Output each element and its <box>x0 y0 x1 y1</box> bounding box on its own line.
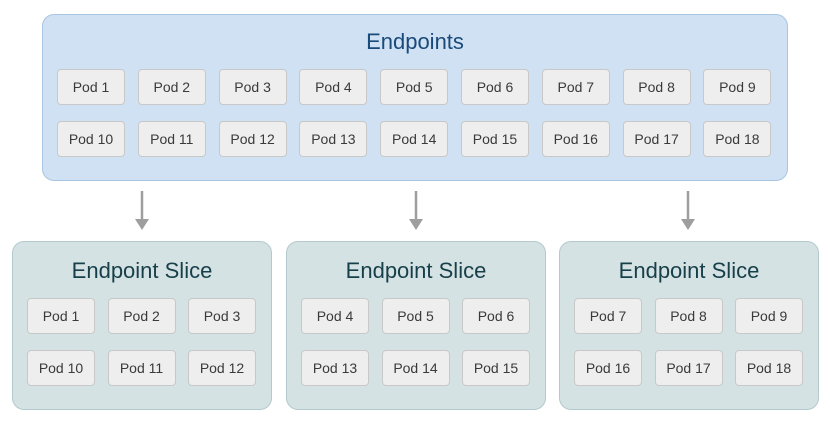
endpoints-title: Endpoints <box>366 29 464 54</box>
pod-box: Pod 2 <box>137 69 206 105</box>
pod-box: Pod 12 <box>188 350 256 386</box>
pod-box: Pod 7 <box>574 298 642 334</box>
pod-box: Pod 8 <box>622 69 691 105</box>
pod-box: Pod 18 <box>735 350 803 386</box>
pod-box: Pod 10 <box>27 350 95 386</box>
pod-box: Pod 12 <box>218 121 287 157</box>
pod-box: Pod 5 <box>380 69 449 105</box>
endpoint-slice-title: Endpoint Slice <box>345 258 487 283</box>
pod-box: Pod 1 <box>57 69 125 105</box>
arrow-down-icon <box>681 191 695 230</box>
pod-box: Pod 1 <box>27 298 95 334</box>
endpoints-panel: Endpoints Pod 1 Pod 2 Pod 3 Pod 4 Pod 5 … <box>42 14 788 181</box>
slice-pod-grid: Pod 7 Pod 8 Pod 9 Pod 16 Pod 17 Pod 18 <box>574 298 803 386</box>
pod-box: Pod 16 <box>541 121 610 157</box>
pod-box: Pod 6 <box>462 298 530 334</box>
pod-box: Pod 9 <box>703 69 772 105</box>
pod-box: Pod 10 <box>57 121 125 157</box>
pod-box: Pod 3 <box>188 298 256 334</box>
pod-box: Pod 17 <box>622 121 691 157</box>
pod-box: Pod 13 <box>301 350 369 386</box>
pod-box: Pod 17 <box>654 350 723 386</box>
slice-pod-grid: Pod 1 Pod 2 Pod 3 Pod 10 Pod 11 Pod 12 <box>27 298 256 386</box>
pod-box: Pod 15 <box>460 121 529 157</box>
pod-box: Pod 9 <box>735 298 803 334</box>
pod-box: Pod 16 <box>574 350 642 386</box>
arrow-down-icon <box>409 191 423 230</box>
pod-box: Pod 13 <box>299 121 368 157</box>
endpoints-pod-grid: Pod 1 Pod 2 Pod 3 Pod 4 Pod 5 Pod 6 Pod … <box>57 69 772 157</box>
pod-box: Pod 8 <box>654 298 723 334</box>
endpoint-slice-title: Endpoint Slice <box>71 258 213 283</box>
pod-box: Pod 6 <box>460 69 529 105</box>
pod-box: Pod 7 <box>541 69 610 105</box>
arrow-down-icon <box>135 191 149 230</box>
pod-box: Pod 5 <box>381 298 450 334</box>
slice-pod-grid: Pod 4 Pod 5 Pod 6 Pod 13 Pod 14 Pod 15 <box>301 298 530 386</box>
pod-box: Pod 2 <box>107 298 176 334</box>
pod-box: Pod 14 <box>381 350 450 386</box>
pod-box: Pod 4 <box>301 298 369 334</box>
pod-box: Pod 4 <box>299 69 368 105</box>
pod-box: Pod 11 <box>137 121 206 157</box>
pod-box: Pod 14 <box>380 121 449 157</box>
pod-box: Pod 11 <box>107 350 176 386</box>
endpoint-slice-title: Endpoint Slice <box>618 258 760 283</box>
endpoint-slice-panel: Endpoint Slice Pod 7 Pod 8 Pod 9 Pod 16 … <box>559 241 819 410</box>
pod-box: Pod 18 <box>703 121 772 157</box>
endpoint-slice-panel: Endpoint Slice Pod 1 Pod 2 Pod 3 Pod 10 … <box>12 241 272 410</box>
pod-box: Pod 3 <box>218 69 287 105</box>
pod-box: Pod 15 <box>462 350 530 386</box>
endpoint-slice-panel: Endpoint Slice Pod 4 Pod 5 Pod 6 Pod 13 … <box>286 241 546 410</box>
